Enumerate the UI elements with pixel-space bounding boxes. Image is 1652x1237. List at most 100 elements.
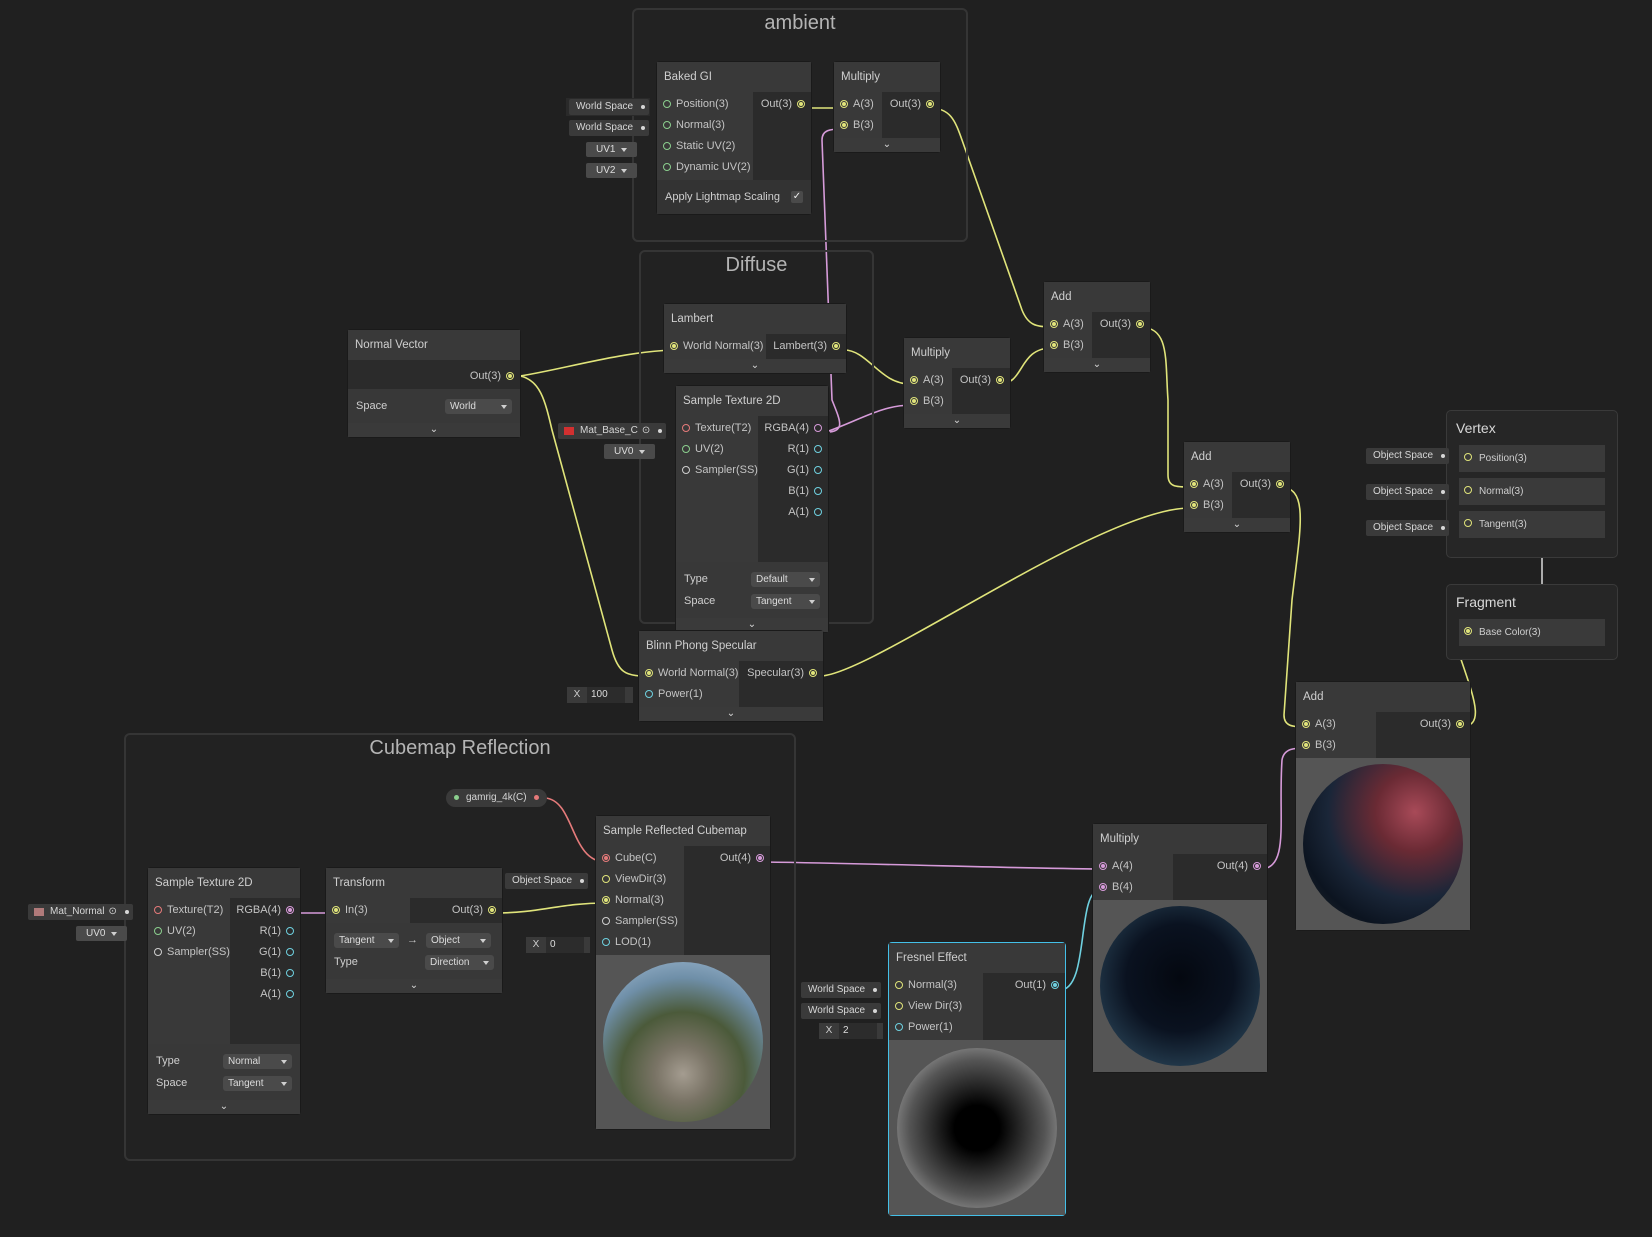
node-sample-reflected-cubemap[interactable]: Sample Reflected Cubemap Cube(C) ViewDir… bbox=[596, 816, 770, 1129]
type-dropdown[interactable]: Direction bbox=[425, 954, 494, 970]
port-lod[interactable]: LOD(1) bbox=[596, 932, 684, 953]
preview-image[interactable] bbox=[596, 955, 770, 1129]
port-out[interactable]: Out(3) bbox=[882, 94, 940, 115]
expand-chevron-icon[interactable]: ⌄ bbox=[676, 618, 828, 632]
port-static-uv[interactable]: Static UV(2) bbox=[657, 136, 753, 157]
node-fresnel-effect[interactable]: Fresnel Effect Normal(3) View Dir(3) Pow… bbox=[889, 943, 1065, 1215]
port-a[interactable]: A(4) bbox=[1093, 856, 1173, 877]
wire-cubemap-to-multiply3[interactable] bbox=[763, 861, 1101, 870]
port-texture[interactable]: Texture(T2) bbox=[676, 418, 758, 439]
port-b[interactable]: B(1) bbox=[230, 963, 300, 984]
port-r[interactable]: R(1) bbox=[230, 921, 300, 942]
port-out[interactable]: Out(1) bbox=[983, 975, 1065, 996]
expand-chevron-icon[interactable]: ⌄ bbox=[1184, 518, 1290, 532]
world-space-tag[interactable]: World Space bbox=[569, 120, 650, 136]
mat-normal-texture-tag[interactable]: Mat_Normal⊙ bbox=[28, 904, 133, 920]
wire-add2-to-add3-a[interactable] bbox=[1279, 486, 1307, 728]
node-title[interactable]: Multiply bbox=[904, 338, 1010, 368]
port-texture[interactable]: Texture(T2) bbox=[148, 900, 230, 921]
port-out[interactable]: Out(3) bbox=[753, 94, 811, 115]
slot-normal[interactable]: Normal(3) bbox=[1459, 478, 1605, 505]
slot-position[interactable]: Position(3) bbox=[1459, 445, 1605, 472]
object-space-tag[interactable]: Object Space bbox=[1366, 448, 1450, 464]
port-r[interactable]: R(1) bbox=[758, 439, 828, 460]
port-sampler[interactable]: Sampler(SS) bbox=[676, 460, 758, 481]
wire-cube-prop[interactable] bbox=[544, 797, 607, 863]
port-out[interactable]: Out(4) bbox=[684, 848, 770, 869]
wire-multiply-to-add-a[interactable] bbox=[929, 107, 1053, 328]
node-multiply[interactable]: Multiply A(3) B(3) Out(3) ⌄ bbox=[904, 338, 1010, 428]
apply-lightmap-checkbox[interactable]: ✓ bbox=[791, 191, 803, 203]
port-world-normal[interactable]: World Normal(3) bbox=[664, 336, 766, 357]
node-add[interactable]: Add A(3) B(3) Out(3) ⌄ bbox=[1184, 442, 1290, 532]
node-title[interactable]: Add bbox=[1184, 442, 1290, 472]
port-b[interactable]: B(3) bbox=[1044, 335, 1092, 356]
wire-lambert-to-multiply-a[interactable] bbox=[843, 349, 911, 385]
expand-chevron-icon[interactable]: ⌄ bbox=[148, 1100, 300, 1114]
node-title[interactable]: Normal Vector bbox=[348, 330, 520, 360]
port-normal[interactable]: Normal(3) bbox=[889, 975, 983, 996]
wire-blinn-to-add2-b[interactable] bbox=[819, 507, 1191, 677]
port-power[interactable]: Power(1) bbox=[639, 684, 739, 705]
node-title[interactable]: Sample Reflected Cubemap bbox=[596, 816, 770, 846]
node-title[interactable]: Sample Texture 2D bbox=[148, 868, 300, 898]
expand-chevron-icon[interactable]: ⌄ bbox=[834, 138, 940, 152]
node-sample-texture-2d[interactable]: Sample Texture 2D Texture(T2) UV(2) Samp… bbox=[148, 868, 300, 1114]
expand-chevron-icon[interactable]: ⌄ bbox=[326, 979, 502, 993]
world-space-tag[interactable]: World Space bbox=[801, 1003, 882, 1019]
node-title[interactable]: Transform bbox=[326, 868, 502, 898]
node-baked-gi[interactable]: Baked GI Position(3) Normal(3) Static UV… bbox=[657, 62, 811, 214]
wire-add-to-add2-a[interactable] bbox=[1139, 326, 1191, 488]
port-sampler[interactable]: Sampler(SS) bbox=[148, 942, 230, 963]
port-g[interactable]: G(1) bbox=[758, 460, 828, 481]
node-title[interactable]: Baked GI bbox=[657, 62, 811, 92]
node-title[interactable]: Sample Texture 2D bbox=[676, 386, 828, 416]
expand-chevron-icon[interactable]: ⌄ bbox=[348, 423, 520, 437]
expand-chevron-icon[interactable]: ⌄ bbox=[904, 414, 1010, 428]
uv0-dropdown[interactable]: UV0 bbox=[604, 444, 656, 459]
port-specular[interactable]: Specular(3) bbox=[739, 663, 823, 684]
port-sampler[interactable]: Sampler(SS) bbox=[596, 911, 684, 932]
type-dropdown[interactable]: Normal bbox=[223, 1053, 292, 1069]
world-space-tag[interactable]: World Space bbox=[801, 982, 882, 998]
port-cube[interactable]: Cube(C) bbox=[596, 848, 684, 869]
slot-tangent[interactable]: Tangent(3) bbox=[1459, 511, 1605, 538]
port-uv[interactable]: UV(2) bbox=[676, 439, 758, 460]
node-add[interactable]: Add A(3) B(3) Out(3) ⌄ bbox=[1044, 282, 1150, 372]
port-out[interactable]: Out(3) bbox=[1376, 714, 1470, 735]
port-a[interactable]: A(3) bbox=[1296, 714, 1376, 735]
node-title[interactable]: Fresnel Effect bbox=[889, 943, 1065, 973]
port-lambert-out[interactable]: Lambert(3) bbox=[766, 336, 846, 357]
node-blinn-phong-specular[interactable]: Blinn Phong Specular World Normal(3) Pow… bbox=[639, 631, 823, 721]
node-add[interactable]: Add A(3) B(3) Out(3) bbox=[1296, 682, 1470, 930]
port-out[interactable]: Out(3) bbox=[952, 370, 1010, 391]
fragment-context[interactable]: Fragment Base Color(3) bbox=[1446, 584, 1618, 660]
object-space-tag[interactable]: Object Space bbox=[1366, 520, 1450, 536]
node-transform[interactable]: Transform In(3) Out(3) Tangent → Object … bbox=[326, 868, 502, 993]
object-space-tag[interactable]: Object Space bbox=[505, 873, 589, 889]
port-in[interactable]: In(3) bbox=[326, 900, 410, 921]
expand-chevron-icon[interactable]: ⌄ bbox=[664, 359, 846, 373]
type-dropdown[interactable]: Default bbox=[751, 571, 820, 587]
node-title[interactable]: Blinn Phong Specular bbox=[639, 631, 823, 661]
uv1-dropdown[interactable]: UV1 bbox=[586, 142, 638, 157]
port-rgba[interactable]: RGBA(4) bbox=[758, 418, 828, 439]
port-b[interactable]: B(3) bbox=[1184, 495, 1232, 516]
port-b[interactable]: B(3) bbox=[834, 115, 882, 136]
group-cubemap-reflection[interactable]: Cubemap Reflection bbox=[124, 733, 796, 1161]
port-out[interactable]: Out(3) bbox=[1092, 314, 1150, 335]
port-position[interactable]: Position(3) bbox=[657, 94, 753, 115]
port-b[interactable]: B(3) bbox=[1296, 735, 1376, 756]
node-title[interactable]: Add bbox=[1044, 282, 1150, 312]
wire-multiply3-to-add3-b[interactable] bbox=[1259, 747, 1307, 870]
object-space-tag[interactable]: Object Space bbox=[1366, 484, 1450, 500]
port-b[interactable]: B(1) bbox=[758, 481, 828, 502]
port-b[interactable]: B(4) bbox=[1093, 877, 1173, 898]
wire-transform-to-cube-normal[interactable] bbox=[495, 902, 607, 914]
node-title[interactable]: Multiply bbox=[834, 62, 940, 92]
node-lambert[interactable]: Lambert World Normal(3) Lambert(3) ⌄ bbox=[664, 304, 846, 373]
node-title[interactable]: Lambert bbox=[664, 304, 846, 334]
port-a[interactable]: A(3) bbox=[834, 94, 882, 115]
uv0-dropdown[interactable]: UV0 bbox=[76, 926, 128, 941]
